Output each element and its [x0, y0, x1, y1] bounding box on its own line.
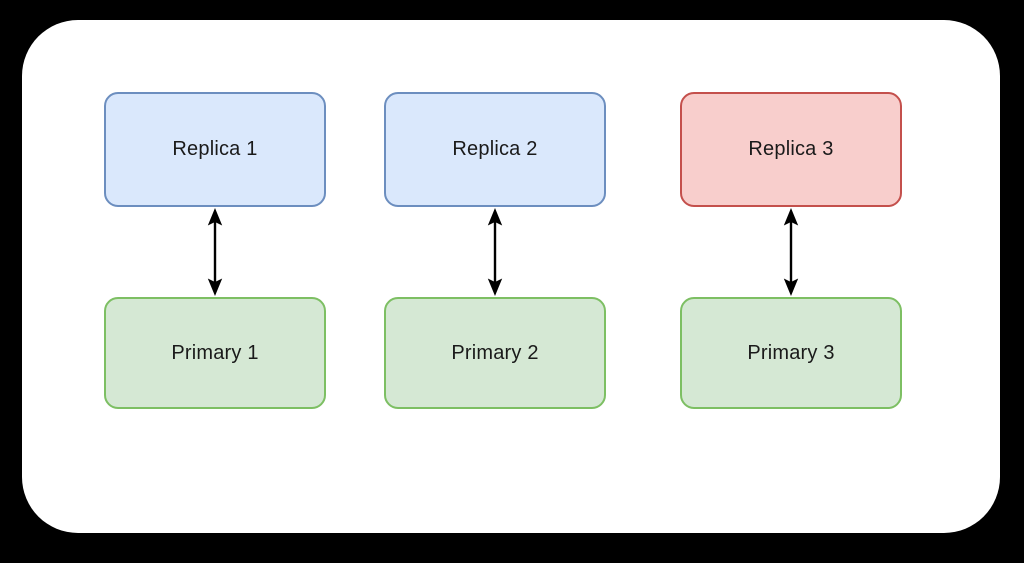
node-label: Primary 2 — [451, 341, 539, 364]
connector-1 — [203, 207, 227, 297]
node-replica-1: Replica 1 — [104, 92, 326, 207]
node-replica-3: Replica 3 — [680, 92, 902, 207]
node-label: Replica 3 — [748, 138, 834, 160]
node-replica-2: Replica 2 — [384, 92, 606, 207]
bidirectional-arrow-icon — [487, 208, 503, 296]
diagram-canvas: Replica 1 Primary 1 Replica 2 — [22, 20, 1000, 533]
connector-2 — [483, 207, 507, 297]
node-label: Primary 3 — [747, 341, 835, 364]
node-label: Replica 1 — [172, 138, 258, 160]
bidirectional-arrow-icon — [207, 208, 223, 296]
node-label: Primary 1 — [171, 341, 259, 364]
node-primary-1: Primary 1 — [104, 297, 326, 409]
connector-3 — [779, 207, 803, 297]
node-label: Replica 2 — [452, 138, 538, 160]
bidirectional-arrow-icon — [783, 208, 799, 296]
node-primary-3: Primary 3 — [680, 297, 902, 409]
node-primary-2: Primary 2 — [384, 297, 606, 409]
replication-pair-3: Replica 3 Primary 3 — [680, 92, 902, 409]
replication-pair-2: Replica 2 Primary 2 — [384, 92, 606, 409]
replication-pair-1: Replica 1 Primary 1 — [104, 92, 326, 409]
